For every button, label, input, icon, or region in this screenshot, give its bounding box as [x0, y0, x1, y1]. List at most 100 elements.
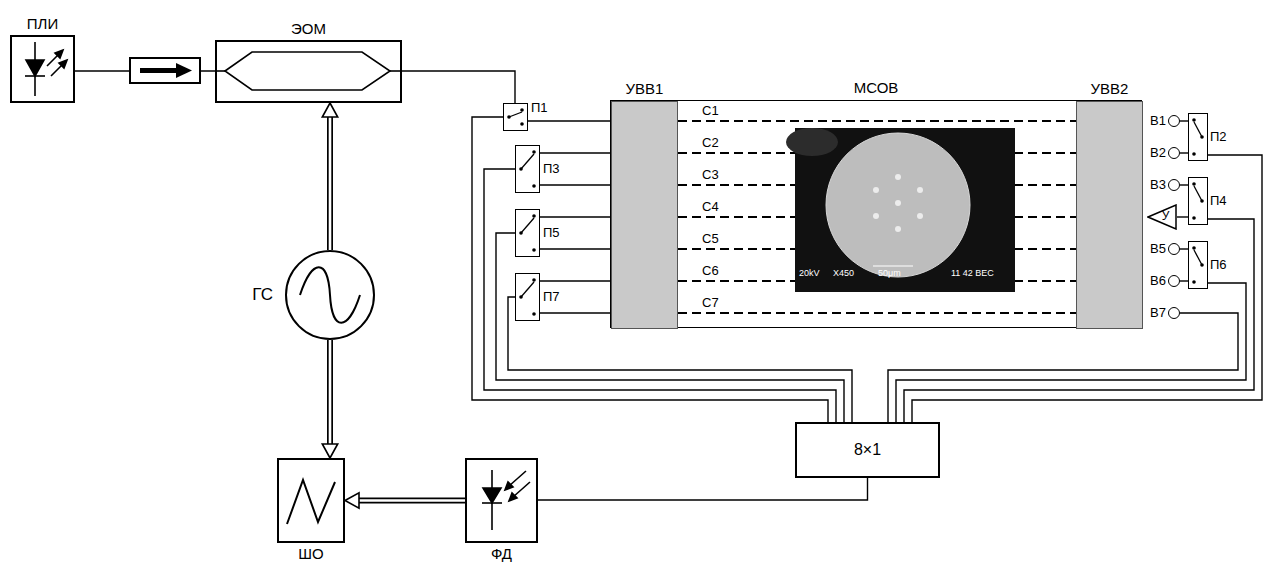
core-label: С6 — [702, 264, 719, 278]
connector-line — [540, 184, 611, 185]
arrow-shaft-inner — [329, 117, 332, 250]
micrograph-caption: 50μm — [878, 269, 901, 279]
node-label: ЭОМ — [291, 21, 326, 38]
switch-symbol — [1192, 182, 1204, 220]
connector-line — [540, 280, 611, 281]
isolator-symbol — [130, 58, 200, 83]
node-label: ПЛИ — [27, 16, 58, 33]
connector-line — [678, 120, 1076, 122]
switch-label: П7 — [543, 290, 560, 304]
connector-line — [896, 283, 1246, 422]
arrow-shaft-inner — [329, 340, 332, 444]
fiber-line — [1180, 121, 1188, 122]
signal-arrow — [322, 103, 337, 250]
modulator-symbol — [215, 52, 402, 90]
fiber-line — [540, 281, 611, 282]
arrow-shaft — [327, 340, 333, 444]
port-label: В6 — [1150, 274, 1166, 288]
arrow-shaft — [359, 498, 465, 504]
core-label: С4 — [702, 200, 719, 214]
connector-line — [678, 312, 1076, 314]
node-label: УВВ2 — [1091, 81, 1129, 98]
optical-switch: П5 — [515, 209, 540, 257]
switch-label: П1 — [531, 101, 548, 115]
optical-switch: П6 — [1188, 241, 1208, 289]
arrow-head — [345, 493, 359, 508]
switch-symbol — [507, 108, 524, 126]
optical-switch: П3 — [515, 145, 540, 193]
connector-line — [1180, 280, 1188, 281]
generator-circle: ГС — [285, 250, 375, 340]
coupler-band: УВВ2 — [1076, 101, 1143, 329]
connector-line — [1180, 248, 1188, 249]
output-port: В6 — [1168, 275, 1180, 287]
fiber-line — [540, 217, 611, 218]
connector-line — [528, 120, 611, 121]
core-label: С1 — [702, 104, 719, 118]
fiber-line — [540, 153, 611, 154]
combiner-box: 8×1 — [795, 422, 940, 478]
arrow-head — [322, 444, 337, 458]
output-port: В1 — [1168, 115, 1180, 127]
switch-symbol — [1192, 118, 1204, 156]
fiber-line — [1180, 153, 1188, 154]
core-label: С5 — [702, 232, 719, 246]
arrow-shaft-inner — [359, 499, 465, 502]
fiber-line — [508, 297, 852, 422]
coupler-band: УВВ1 — [611, 101, 678, 329]
node-label: МСОВ — [854, 80, 899, 97]
node-label: ШО — [298, 546, 323, 563]
fiber-line — [538, 478, 868, 500]
switch-label: П5 — [543, 226, 560, 240]
amplifier-shape — [1148, 205, 1176, 229]
switch-symbol — [519, 278, 536, 316]
switch-label: П2 — [1210, 130, 1227, 144]
arrow-head — [322, 103, 337, 117]
optical-switch: П2 — [1188, 113, 1208, 161]
connector-line — [402, 71, 515, 103]
switch-label: П3 — [543, 162, 560, 176]
optical-switch: П7 — [515, 273, 540, 321]
switch-label: П6 — [1210, 258, 1227, 272]
core-label: С7 — [702, 296, 719, 310]
connector-line — [1180, 120, 1188, 121]
sawtooth-symbol — [287, 480, 335, 524]
fiber-line — [1180, 185, 1188, 186]
fiber-line — [540, 313, 611, 314]
port-label: В5 — [1150, 242, 1166, 256]
micrograph-caption: 11 42 BEC — [951, 269, 994, 279]
port-label: В2 — [1150, 146, 1166, 160]
micrograph-caption: 20kV — [799, 269, 820, 279]
connector-line — [1177, 216, 1188, 217]
connector-line — [540, 152, 611, 153]
fiber-box: МСОВУВВ1УВВ2 — [610, 100, 1142, 328]
arrow-shaft — [327, 117, 333, 250]
connector-line — [538, 478, 868, 500]
fiber-line — [1180, 249, 1188, 250]
connector-line — [888, 313, 1238, 422]
fiber-line — [540, 185, 611, 186]
node-label: У — [1162, 210, 1170, 223]
connector-line — [1180, 152, 1188, 153]
source-box: ПЛИ — [10, 35, 75, 103]
node-label: УВВ1 — [626, 81, 664, 98]
connector-line — [540, 312, 611, 313]
core-label: С2 — [702, 136, 719, 150]
fiber-line — [540, 249, 611, 250]
core-label: С3 — [702, 168, 719, 182]
fiber-line — [528, 121, 611, 122]
connector-line — [508, 297, 852, 422]
fiber-line — [896, 283, 1246, 422]
photodetector-box: ФД — [465, 458, 538, 543]
switch-symbol — [519, 214, 536, 252]
fiber-micrograph — [786, 128, 1015, 292]
fiber-line — [1177, 217, 1188, 218]
switch-symbol — [1192, 246, 1204, 284]
micrograph-caption: X450 — [833, 269, 854, 279]
output-port: В7 — [1168, 307, 1180, 319]
output-port: В5 — [1168, 243, 1180, 255]
laser-diode-symbol — [25, 42, 67, 96]
sine-symbol — [300, 267, 360, 323]
fiber-core — [678, 121, 1076, 122]
